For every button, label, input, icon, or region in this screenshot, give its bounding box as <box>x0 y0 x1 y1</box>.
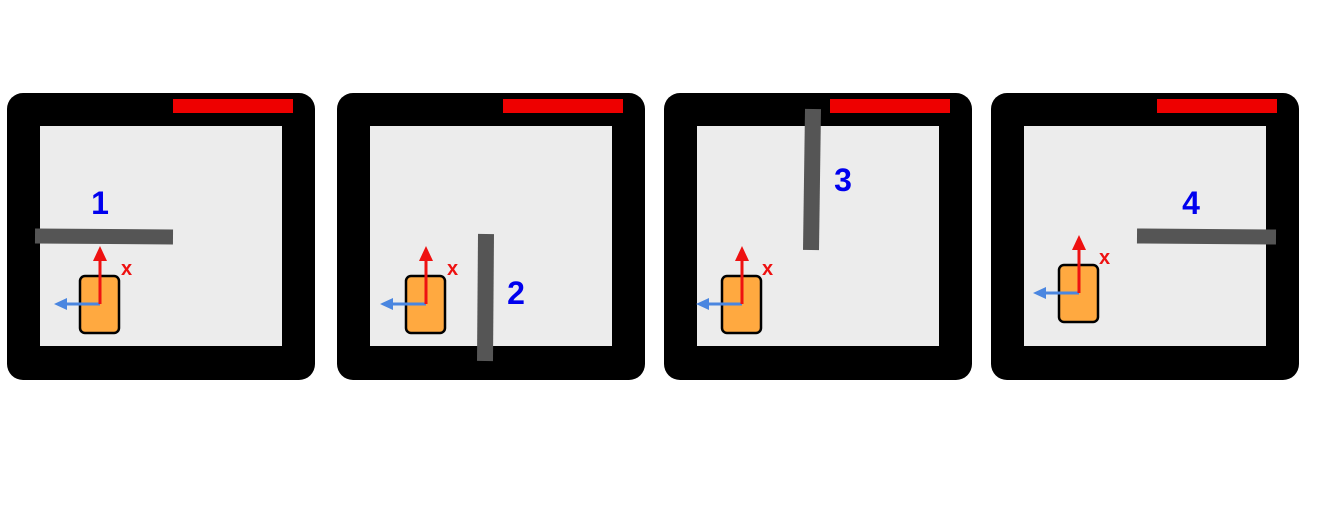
scenario-panel-3: x3 <box>664 93 972 380</box>
panel-number-label: 1 <box>91 185 109 221</box>
arrow-left-icon <box>380 298 393 310</box>
panel-number-label: 3 <box>834 162 852 198</box>
x-axis-label: x <box>447 258 458 280</box>
x-axis-label: x <box>1099 247 1110 269</box>
wall-obstacle-vertical <box>803 108 821 251</box>
x-axis-label: x <box>762 258 773 280</box>
arrow-left-icon <box>1033 287 1046 299</box>
wall-obstacle-horizontal <box>34 228 174 245</box>
x-axis-label: x <box>121 258 132 280</box>
arrow-left-icon <box>54 298 67 310</box>
arrow-left-icon <box>696 298 709 310</box>
red-marker-bar <box>830 99 950 113</box>
arrow-up-icon <box>735 246 749 261</box>
wall-obstacle-horizontal <box>1136 228 1277 245</box>
arrow-up-icon <box>419 246 433 261</box>
scenario-panel-4: x4 <box>991 93 1299 380</box>
panel-number-label: 2 <box>507 275 525 311</box>
red-marker-bar <box>1157 99 1277 113</box>
arrow-up-icon <box>1072 235 1086 250</box>
arrow-up-icon <box>93 246 107 261</box>
wall-obstacle-vertical <box>477 233 494 362</box>
red-marker-bar <box>173 99 293 113</box>
scenario-panel-2: x2 <box>337 93 645 380</box>
red-marker-bar <box>503 99 623 113</box>
scenario-panel-1: x1 <box>7 93 315 380</box>
panel-number-label: 4 <box>1182 185 1200 221</box>
